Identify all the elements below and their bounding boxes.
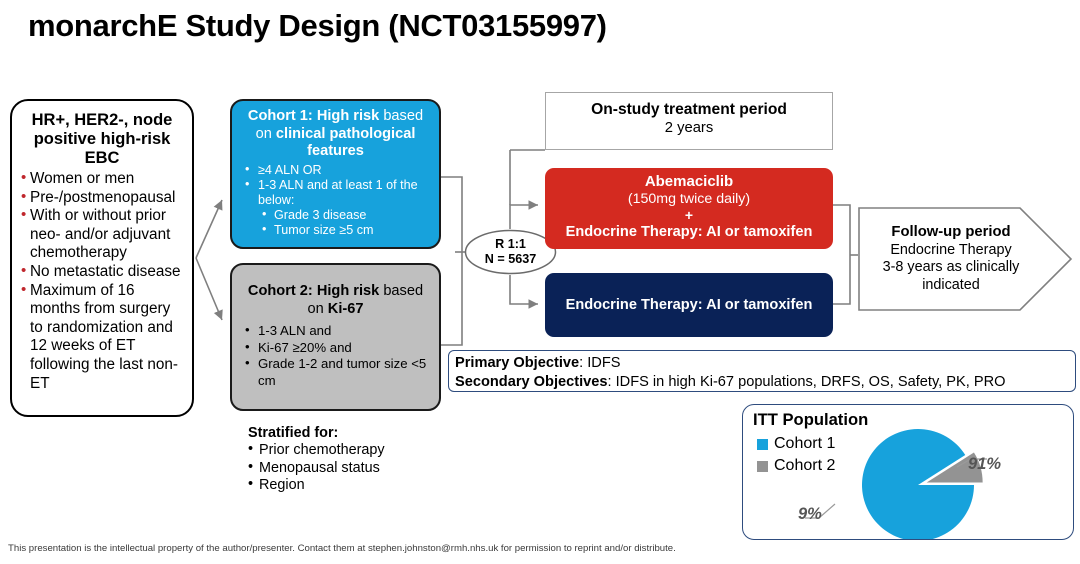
list-item: Grade 3 disease bbox=[240, 207, 431, 223]
primary-objective-row: Primary Objective: IDFS bbox=[455, 354, 1075, 373]
control-arm-label: Endocrine Therapy: AI or tamoxifen bbox=[565, 297, 813, 313]
treatment-period-box: On-study treatment period 2 years bbox=[545, 92, 833, 150]
list-item: 1-3 ALN and bbox=[240, 322, 431, 340]
randomization-sample-size: N = 5637 bbox=[484, 252, 537, 266]
legend-label-cohort-2: Cohort 2 bbox=[774, 457, 836, 474]
followup-text: Follow-up period Endocrine Therapy 3-8 y… bbox=[866, 224, 1036, 294]
cohort-2-heading: Cohort 2: High risk based on Ki-67 bbox=[240, 283, 431, 318]
footer-disclaimer: This presentation is the intellectual pr… bbox=[8, 543, 676, 554]
experimental-arm-drug: Abemaciclib bbox=[644, 173, 734, 190]
itt-pie-chart bbox=[862, 429, 983, 539]
legend-swatch-cohort-1 bbox=[757, 438, 768, 450]
legend-label-cohort-1: Cohort 1 bbox=[774, 435, 836, 452]
followup-title: Follow-up period bbox=[891, 224, 1011, 240]
control-arm-box: Endocrine Therapy: AI or tamoxifen bbox=[545, 273, 833, 337]
list-item: Maximum of 16 months from surgery to ran… bbox=[21, 281, 183, 394]
eligibility-bullet-list: Women or men Pre-/postmenopausal With or… bbox=[21, 169, 183, 394]
cohort-2-box: Cohort 2: High risk based on Ki-67 1-3 A… bbox=[230, 263, 441, 411]
list-item: No metastatic disease bbox=[21, 262, 183, 282]
followup-line-3: indicated bbox=[922, 276, 980, 293]
cohort-1-box: Cohort 1: High risk based on clinical pa… bbox=[230, 99, 441, 249]
stratification-title: Stratified for: bbox=[248, 425, 339, 441]
randomization-ratio: R 1:1 bbox=[495, 237, 526, 251]
cohort-1-bullet-list: ≥4 ALN OR 1-3 ALN and at least 1 of the … bbox=[240, 161, 431, 239]
experimental-arm-plus-sign: + bbox=[684, 207, 694, 223]
list-item: Tumor size ≥5 cm bbox=[240, 222, 431, 238]
objectives-box: Primary Objective: IDFS Secondary Object… bbox=[448, 350, 1076, 392]
pie-slice-cohort-1 bbox=[862, 429, 974, 539]
ellipse-shape bbox=[464, 229, 557, 275]
experimental-arm-box: Abemaciclib (150mg twice daily) + Endocr… bbox=[545, 168, 833, 249]
list-item: Women or men bbox=[21, 169, 183, 189]
followup-line-1: Endocrine Therapy bbox=[890, 241, 1012, 258]
secondary-objective-value: : IDFS in high Ki-67 populations, DRFS, … bbox=[607, 373, 1006, 390]
list-item: Menopausal status bbox=[248, 459, 463, 478]
treatment-period-duration: 2 years bbox=[664, 120, 714, 136]
pie-value-label-cohort-1: 91% bbox=[968, 455, 1002, 473]
page-title: monarchE Study Design (NCT03155997) bbox=[28, 8, 607, 43]
cohort-1-heading: Cohort 1: High risk based on clinical pa… bbox=[240, 108, 431, 161]
primary-objective-label: Primary Objective bbox=[455, 355, 580, 371]
eligibility-criteria-box: HR+, HER2-, node positive high-risk EBC … bbox=[10, 99, 194, 417]
cohort-2-bullet-list: 1-3 ALN and Ki-67 ≥20% and Grade 1-2 and… bbox=[240, 322, 431, 389]
randomization-node: R 1:1 N = 5637 bbox=[464, 229, 557, 275]
list-item: cm bbox=[258, 372, 276, 388]
primary-objective-value: : IDFS bbox=[579, 355, 621, 371]
legend-entry-cohort-2: Cohort 2 bbox=[757, 457, 835, 475]
legend-entry-cohort-1: Cohort 1 bbox=[757, 435, 835, 453]
cohort-1-heading-mid: based on bbox=[255, 108, 424, 142]
legend-swatch-cohort-2 bbox=[757, 460, 768, 472]
randomization-text: R 1:1 N = 5637 bbox=[464, 229, 557, 275]
cohort-2-heading-mid: based on bbox=[307, 283, 424, 317]
treatment-period-title: On-study treatment period bbox=[591, 101, 787, 118]
list-item: Ki-67 ≥20% and bbox=[240, 339, 431, 357]
pie-leader-line-9 bbox=[805, 503, 836, 519]
list-item: 1-3 ALN and at least 1 of the below: bbox=[240, 177, 431, 208]
pie-value-label-cohort-2: 9% bbox=[798, 505, 822, 523]
cohort-1-heading-strong2: clinical pathological features bbox=[275, 125, 416, 160]
cohort-2-heading-strong2: Ki-67 bbox=[327, 300, 364, 317]
followup-line-2: 3-8 years as clinically bbox=[882, 259, 1020, 276]
cohort-2-heading-strong: Cohort 2: High risk bbox=[247, 283, 380, 299]
list-item: Region bbox=[248, 476, 463, 495]
stratification-list: Prior chemotherapy Menopausal status Reg… bbox=[248, 441, 463, 495]
list-item: ≥4 ALN OR bbox=[240, 161, 431, 178]
experimental-arm-dose: (150mg twice daily) bbox=[627, 191, 751, 207]
list-item: Grade 1-2 and tumor size <5 bbox=[240, 355, 431, 373]
pie-leader-line-91 bbox=[957, 458, 987, 468]
list-item: Pre-/postmenopausal bbox=[21, 188, 183, 208]
secondary-objective-row: Secondary Objectives: IDFS in high Ki-67… bbox=[455, 373, 1075, 392]
itt-population-panel: ITT Population Cohort 1 Cohort 2 bbox=[742, 404, 1074, 540]
list-item: With or without prior neo- and/or adjuva… bbox=[21, 206, 183, 263]
followup-period-chevron: Follow-up period Endocrine Therapy 3-8 y… bbox=[858, 207, 1074, 311]
list-item: Prior chemotherapy bbox=[248, 441, 463, 460]
itt-panel-title: ITT Population bbox=[753, 410, 869, 429]
experimental-arm-endocrine: Endocrine Therapy: AI or tamoxifen bbox=[565, 224, 813, 240]
secondary-objective-label: Secondary Objectives bbox=[455, 373, 608, 390]
eligibility-heading: HR+, HER2-, node positive high-risk EBC bbox=[31, 111, 173, 167]
chevron-shape bbox=[858, 207, 1073, 311]
cohort-1-heading-strong: Cohort 1: High risk bbox=[247, 108, 380, 124]
stratification-block: Stratified for: Prior chemotherapy Menop… bbox=[248, 425, 463, 510]
